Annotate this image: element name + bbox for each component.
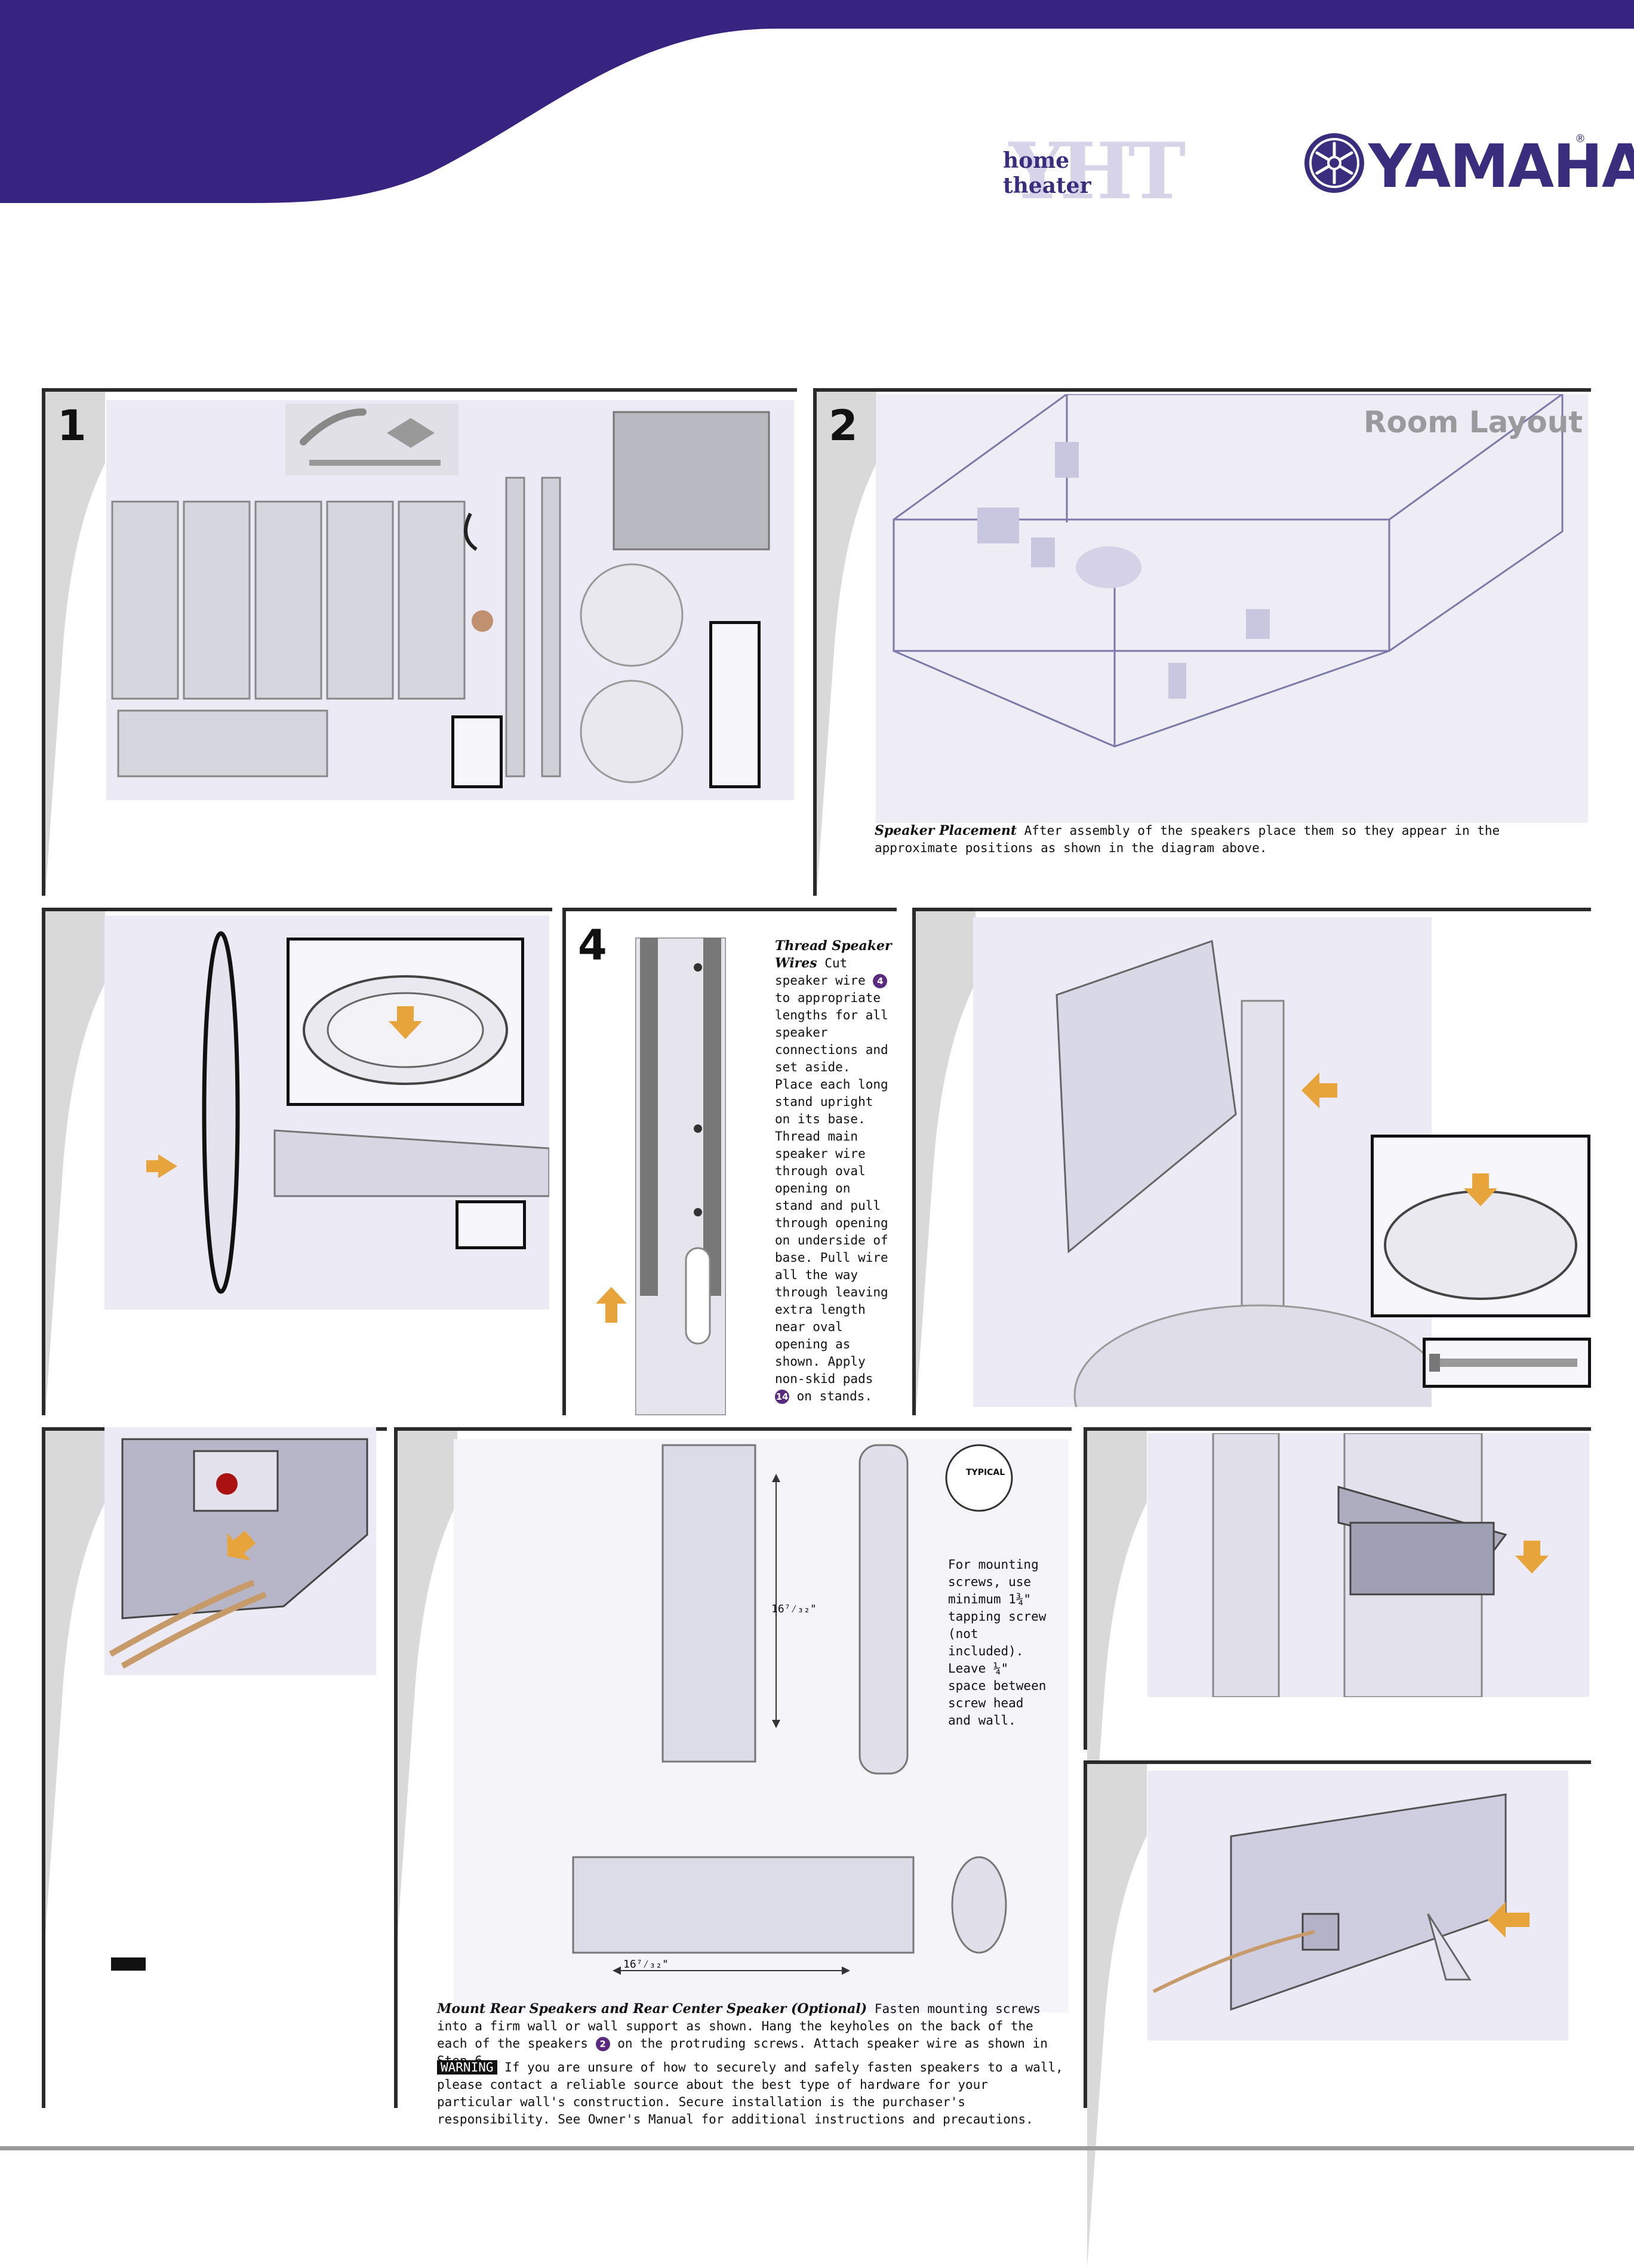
footer-rule bbox=[0, 2146, 1634, 2150]
part-badge-speaker: 2 bbox=[595, 2037, 610, 2051]
part-badge-wire: 4 bbox=[873, 974, 888, 988]
step-10-panel bbox=[1084, 1760, 1591, 2268]
step-3-panel bbox=[42, 908, 552, 1415]
caption-text-a: Fasten mounting screws into a firm wall … bbox=[437, 2002, 1041, 2051]
dim-horizontal-label: 16⁷⁄₃₂" bbox=[623, 1958, 669, 1971]
terminal-wire-image bbox=[104, 1427, 376, 1675]
caption-lead: Mount Rear Speakers and Rear Center Spea… bbox=[437, 2001, 867, 2017]
up-arrow-icon bbox=[596, 1287, 627, 1323]
step-2-panel: 2 Room Layout Speaker Placement After as… bbox=[813, 388, 1591, 896]
caption-lead: Speaker Placement bbox=[875, 823, 1017, 838]
stand-image bbox=[634, 936, 727, 1416]
caption-text: After assembly of the speakers place the… bbox=[875, 823, 1500, 855]
registered-mark: ® bbox=[1575, 133, 1586, 145]
step-number: 4 bbox=[578, 921, 607, 970]
speaker-mount-image bbox=[973, 917, 1446, 1486]
step-number: 1 bbox=[57, 401, 87, 450]
step-1-panel: 1 bbox=[42, 388, 797, 896]
panel-tab bbox=[45, 392, 105, 896]
mounting-screw-note: For mounting screws, use minimum 1¾" tap… bbox=[948, 1557, 1047, 1728]
yht-ghost-text: YHT bbox=[1009, 125, 1186, 217]
step-9-panel bbox=[1084, 1427, 1591, 1935]
bolt-inset bbox=[456, 1200, 526, 1249]
thread-wires-caption: Thread Speaker Wires Cut speaker wire 4 … bbox=[775, 938, 894, 1405]
part-badge-pads: 14 bbox=[775, 1390, 789, 1404]
long-bolt-inset bbox=[709, 621, 761, 788]
step-4-panel: 4 Thread Speaker Wires Cut speaker wire … bbox=[562, 908, 897, 1416]
step-number: 2 bbox=[829, 401, 858, 450]
speaker-placement-caption: Speaker Placement After assembly of the … bbox=[875, 822, 1585, 857]
tuning-fork-emblem-icon bbox=[1304, 133, 1364, 193]
long-screw-inset bbox=[1423, 1338, 1591, 1388]
panel-tab bbox=[1087, 1764, 1147, 2268]
wall-mount-drawing bbox=[454, 1439, 1069, 2012]
warning-label: WARNING bbox=[437, 2060, 497, 2075]
redacted-bar bbox=[111, 1957, 146, 1971]
typical-label: TYPICAL bbox=[966, 1468, 1005, 1477]
panel-tab bbox=[45, 911, 105, 1415]
step-6-panel bbox=[42, 1427, 387, 2108]
base-screw-inset bbox=[1371, 1135, 1590, 1317]
yamaha-logo: YAMAHA ® bbox=[1301, 130, 1634, 201]
panel-tab bbox=[817, 392, 876, 896]
panel-tab bbox=[398, 1431, 457, 1935]
room-layout-title: Room Layout bbox=[1364, 405, 1583, 440]
bracket-slide-image bbox=[1147, 1432, 1589, 1698]
header-band bbox=[0, 0, 1634, 203]
panel-tab bbox=[45, 1431, 105, 1935]
caption-lead: Thread Speaker Wires bbox=[775, 938, 892, 971]
caption-text-c: on stands. bbox=[796, 1389, 873, 1403]
home-theater-text: home theater bbox=[1003, 148, 1091, 198]
dim-vertical-label: 16⁷⁄₃₂" bbox=[771, 1603, 817, 1615]
warning-text: If you are unsure of how to securely and… bbox=[437, 2060, 1063, 2126]
caption-text-b: to appropriate lengths for all speaker c… bbox=[775, 991, 888, 1386]
speaker-rear-image bbox=[1147, 1771, 1568, 2040]
room-layout-image bbox=[876, 393, 1588, 823]
warning-caption: WARNING If you are unsure of how to secu… bbox=[437, 2059, 1070, 2128]
base-detail-inset bbox=[287, 938, 524, 1106]
yamaha-wordmark: YAMAHA bbox=[1368, 131, 1634, 201]
step-5-panel bbox=[912, 908, 1591, 1486]
parts-image bbox=[106, 400, 794, 800]
panel-tab bbox=[1087, 1431, 1147, 1935]
yht-brand-mark: YHT home theater bbox=[1003, 125, 1186, 217]
step-8-panel: TYPICAL 16⁷⁄₃₂" 16⁷⁄₃₂" For mounting scr… bbox=[394, 1427, 1072, 2126]
caption-text-a: Cut speaker wire bbox=[775, 956, 866, 988]
short-bolt-inset bbox=[451, 715, 503, 788]
panel-tab bbox=[916, 911, 976, 1415]
